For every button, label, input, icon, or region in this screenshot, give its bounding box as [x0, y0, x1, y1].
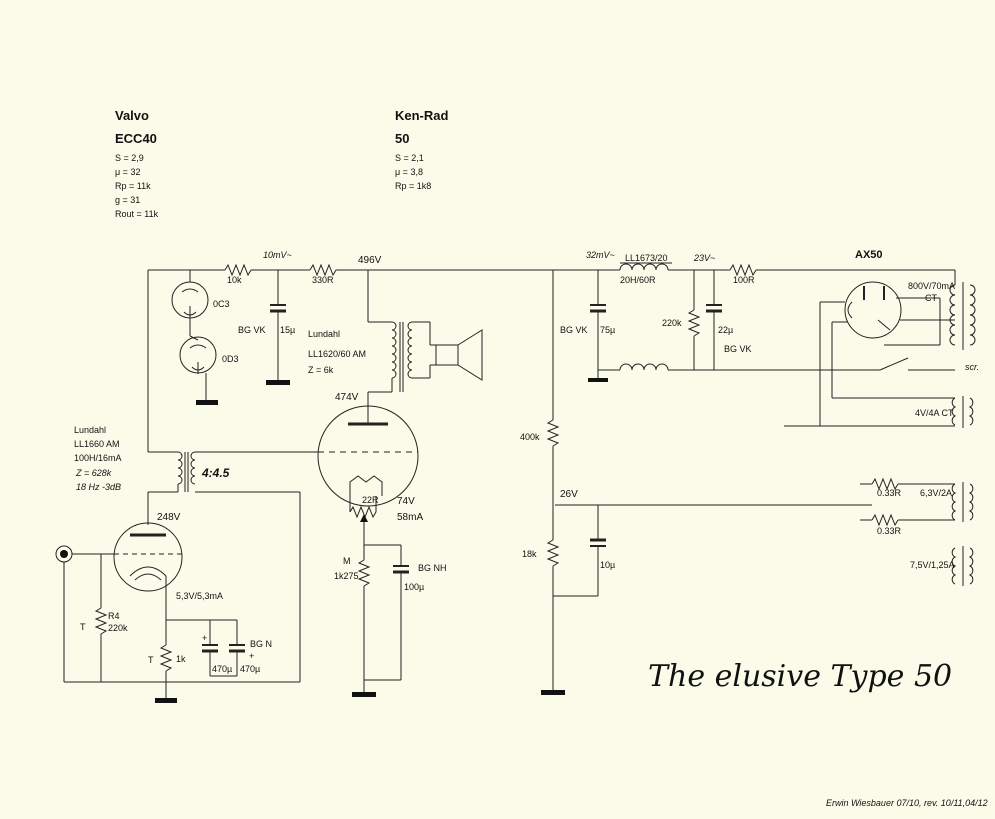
c10-label: 10µ: [600, 560, 615, 570]
regulator-tube-0c3: [171, 270, 209, 336]
ct-label: CT: [925, 293, 937, 303]
ax50-label: AX50: [855, 249, 883, 261]
tube2-maker: Ken-Rad: [395, 108, 449, 123]
diagram-title: The elusive Type 50: [648, 659, 952, 694]
voltage-label: 248V: [157, 512, 181, 523]
r330-label: 330R: [312, 275, 334, 285]
r10k-label: 10k: [227, 275, 242, 285]
c470-label: 470µ: [240, 664, 260, 674]
choke-label: LL1673/20: [625, 253, 668, 263]
current-label: 58mA: [397, 512, 423, 523]
c470-label: 470µ: [212, 664, 232, 674]
choke-value: 20H/60R: [620, 275, 656, 285]
author-credit: Erwin Wiesbauer 07/10, rev. 10/11,04/12: [826, 798, 988, 808]
choke-ll1673: [619, 262, 672, 271]
r100-label: 100R: [733, 275, 755, 285]
tube2-param: μ = 3,8: [395, 167, 423, 177]
bgnh-label: BG NH: [418, 563, 447, 573]
voltage-label: 26V: [560, 489, 578, 500]
ax50-rectifier: [819, 281, 955, 426]
power-transformer: [784, 282, 976, 586]
resistor-220k: [687, 270, 701, 370]
bias-divider: [541, 270, 606, 695]
driver-cathode: [155, 619, 245, 703]
bgn-label: BG N: [250, 639, 272, 649]
otx-line: LL1620/60 AM: [308, 349, 366, 359]
tube1-param: Rp = 11k: [115, 181, 151, 191]
tube1-param: μ = 32: [115, 167, 140, 177]
r18k-label: 18k: [522, 549, 537, 559]
r220k-label: 220k: [108, 623, 128, 633]
tube1-param: S = 2,9: [115, 153, 144, 163]
ptx-label: 800V/70mA: [908, 281, 955, 291]
r1k275-label: 1k275: [334, 571, 359, 581]
t-label: T: [80, 622, 86, 632]
ptx-label: 7,5V/1,25A: [910, 560, 955, 570]
ptx-label: 6,3V/2A: [920, 488, 952, 498]
itx-line: LL1660 AM: [74, 439, 120, 449]
ptx-label: 4V/4A CT: [915, 408, 954, 418]
input-jack: [55, 545, 300, 683]
signal-label: 32mV~: [586, 250, 615, 260]
interstage-transformer: [147, 451, 318, 682]
capacitor-15u: [266, 270, 290, 385]
r4-label: R4: [108, 611, 120, 621]
m-label: M: [343, 556, 351, 566]
tube2-type: 50: [395, 131, 409, 146]
otx-line: Lundahl: [308, 329, 340, 339]
output-transformer: [367, 270, 431, 410]
ecc40-tube: [113, 522, 183, 620]
r22-label: 22R: [362, 495, 379, 505]
od3-label: 0D3: [222, 354, 239, 364]
type50-tube: [317, 405, 419, 507]
tube1-param: g = 31: [115, 195, 140, 205]
regulator-tube-0d3: [179, 335, 218, 405]
bplus-rail: [148, 263, 956, 285]
choke-lower: [598, 357, 955, 371]
c75-label: 75µ: [600, 325, 615, 335]
r033-label: 0.33R: [877, 526, 902, 536]
t-label: T: [148, 655, 154, 665]
tube1-param: Rout = 11k: [115, 209, 159, 219]
capacitor-22u: [706, 270, 722, 370]
c100-label: 100µ: [404, 582, 424, 592]
plus-label: +: [202, 633, 207, 643]
hum-pot-22r: [349, 496, 377, 545]
grid-resistor-r4: [94, 554, 108, 682]
itx-line: Lundahl: [74, 425, 106, 435]
plus-label: +: [249, 651, 254, 661]
r220k-label: 220k: [662, 318, 682, 328]
otx-line: Z = 6k: [308, 365, 334, 375]
tube2-param: S = 2,1: [395, 153, 424, 163]
r400k-label: 400k: [520, 432, 540, 442]
tube2-param: Rp = 1k8: [395, 181, 431, 191]
scr-label: scr.: [965, 362, 979, 372]
speaker-icon: [430, 329, 483, 381]
itx-frequency: 18 Hz -3dB: [76, 482, 121, 492]
c15-label: 15µ: [280, 325, 295, 335]
capacitor-75u: [588, 270, 608, 382]
c22-label: 22µ: [718, 325, 733, 335]
r033-label: 0.33R: [877, 488, 902, 498]
r1k-label: 1k: [176, 654, 186, 664]
voltage-label: 74V: [397, 496, 415, 507]
bgvk-label: BG VK: [560, 325, 588, 335]
heater-label: 5,3V/5,3mA: [176, 591, 223, 601]
voltage-label: 496V: [358, 255, 382, 266]
tube1-type: ECC40: [115, 131, 157, 146]
bgvk-label: BG VK: [724, 344, 752, 354]
itx-line: 100H/16mA: [74, 453, 122, 463]
ratio-label: 4:4.5: [201, 466, 230, 480]
signal-label: 10mV~: [263, 250, 292, 260]
itx-impedance: Z = 628k: [75, 468, 112, 478]
tube1-maker: Valvo: [115, 108, 149, 123]
heater-resistors: [555, 477, 955, 527]
signal-label: 23V~: [693, 253, 715, 263]
oc3-label: 0C3: [213, 299, 230, 309]
cathode-network: [352, 544, 409, 697]
bgvk-label: BG VK: [238, 325, 266, 335]
voltage-label: 474V: [335, 392, 359, 403]
